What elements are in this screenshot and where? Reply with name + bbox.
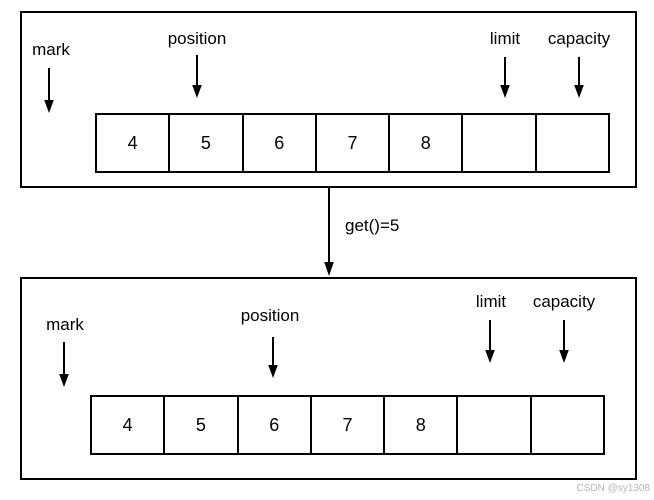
before-capacity-arrow-icon [574, 57, 584, 98]
before-buffer-array: 4 5 6 7 8 [95, 113, 610, 173]
before-limit-label: limit [489, 29, 521, 48]
buffer-cell [531, 395, 605, 455]
buffer-cell: 6 [238, 395, 312, 455]
buffer-cell: 8 [390, 113, 464, 173]
transition-down-arrow-icon [324, 188, 334, 276]
after-mark-label: mark [46, 315, 84, 334]
buffer-cell: 5 [170, 113, 244, 173]
buffer-cell: 4 [90, 395, 166, 455]
buffer-cell: 4 [95, 113, 171, 173]
before-position-label: position [167, 29, 227, 48]
before-limit-arrow-icon [500, 57, 510, 98]
buffer-cell: 7 [316, 113, 391, 173]
buffer-cell [463, 113, 537, 173]
watermark: CSDN @sy1308 [576, 483, 650, 494]
buffer-cell: 7 [311, 395, 386, 455]
after-capacity-arrow-icon [559, 320, 569, 363]
before-mark-arrow-icon [44, 68, 54, 113]
buffer-cell: 5 [165, 395, 239, 455]
after-buffer-array: 4 5 6 7 8 [90, 395, 605, 455]
after-capacity-label: capacity [532, 292, 596, 311]
before-mark-label: mark [32, 40, 70, 59]
before-capacity-label: capacity [547, 29, 611, 48]
after-position-label: position [240, 306, 300, 325]
state-after-panel: mark position limit capacity 4 5 6 7 8 [20, 277, 637, 480]
after-limit-arrow-icon [485, 320, 495, 363]
after-position-arrow-icon [268, 337, 278, 378]
buffer-cell [458, 395, 532, 455]
after-mark-arrow-icon [59, 342, 69, 387]
buffer-cell: 8 [385, 395, 459, 455]
state-before-panel: mark position limit capacity 4 5 6 7 8 [20, 11, 637, 188]
after-limit-label: limit [475, 292, 507, 311]
before-position-arrow-icon [192, 55, 202, 98]
buffer-cell [536, 113, 610, 173]
buffer-cell: 6 [243, 113, 317, 173]
transition-label: get()=5 [345, 216, 400, 235]
